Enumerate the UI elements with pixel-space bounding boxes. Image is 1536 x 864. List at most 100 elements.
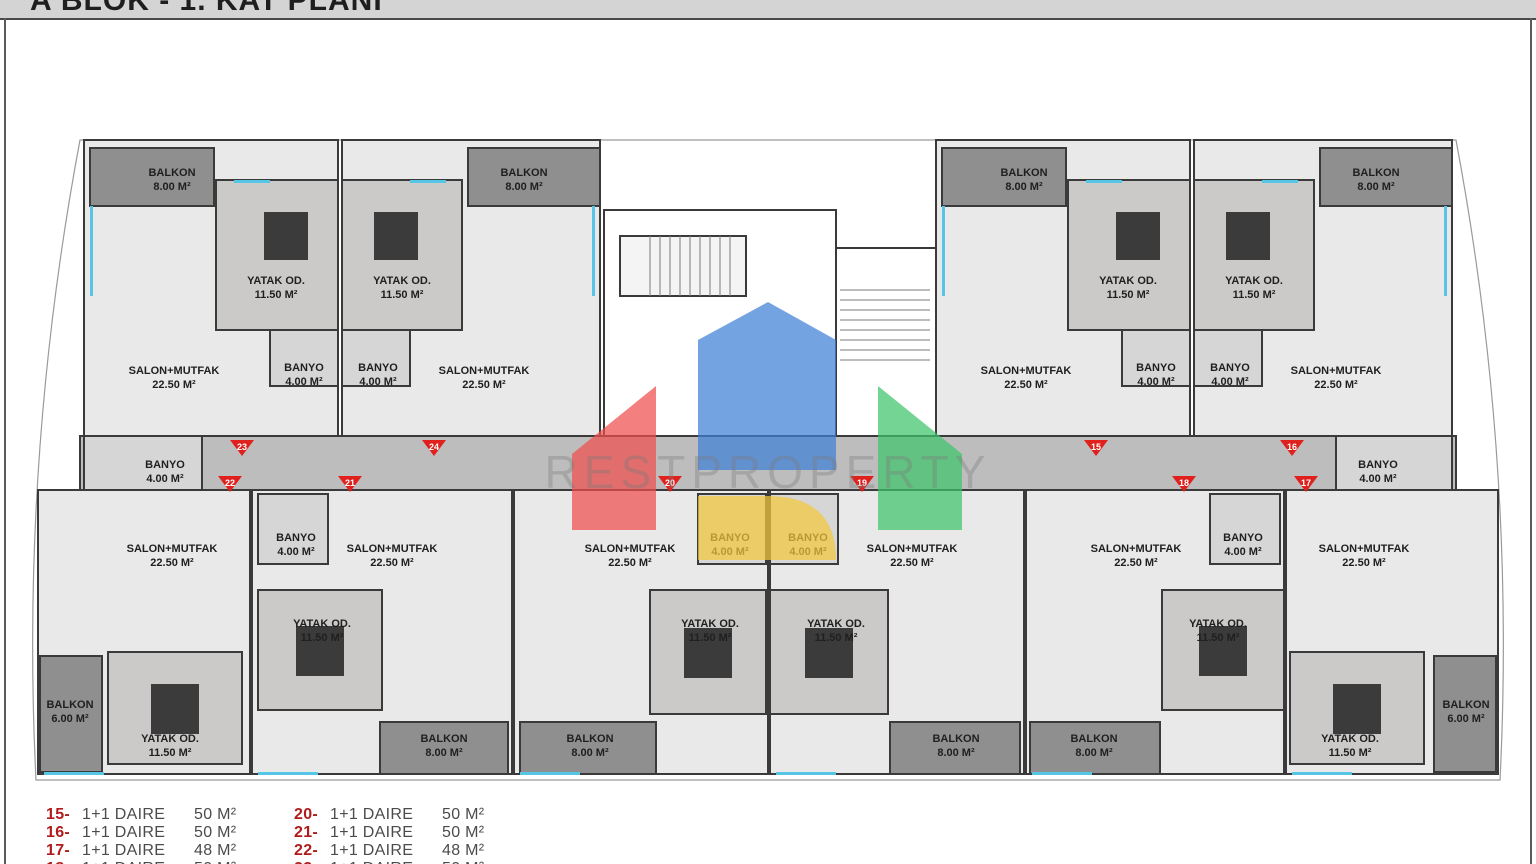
legend-unit-area: 50 M² xyxy=(194,824,237,841)
yatak-label-name: YATAK OD. xyxy=(247,275,305,287)
balkon-label-area: 8.00 M² xyxy=(153,181,191,193)
bathroom xyxy=(341,329,411,387)
legend-unit-type: 1+1 DAIRE xyxy=(330,806,414,823)
banyo-label-area: 4.00 M² xyxy=(1359,473,1397,485)
balcony xyxy=(1319,147,1453,207)
banyo-label-area: 4.00 M² xyxy=(1211,376,1249,388)
window xyxy=(1032,772,1092,775)
salon-label-area: 22.50 M² xyxy=(150,557,194,569)
bathroom xyxy=(1121,329,1191,387)
legend-unit-type: 1+1 DAIRE xyxy=(82,860,165,864)
legend-unit-area: 50 M² xyxy=(442,824,485,841)
yatak-label-name: YATAK OD. xyxy=(141,733,199,745)
yatak-label-name: YATAK OD. xyxy=(373,275,431,287)
yatak-label-name: YATAK OD. xyxy=(1225,275,1283,287)
balkon-label-area: 8.00 M² xyxy=(425,747,463,759)
yatak-label-name: YATAK OD. xyxy=(1321,733,1379,745)
door-marker xyxy=(422,440,446,456)
bathroom xyxy=(269,329,339,387)
banyo-label-name: BANYO xyxy=(145,459,185,471)
legend-unit-type: 1+1 DAIRE xyxy=(330,824,414,841)
bed xyxy=(296,626,344,676)
salon-label-name: SALON+MUTFAK xyxy=(439,365,530,377)
bed xyxy=(1116,212,1160,260)
window xyxy=(776,772,836,775)
bed xyxy=(1333,684,1381,734)
legend-unit-area: 50 M² xyxy=(442,860,484,864)
yatak-label-name: YATAK OD. xyxy=(807,618,865,630)
watermark-logo-yellow xyxy=(698,496,836,560)
yatak-label-area: 11.50 M² xyxy=(1197,632,1240,644)
legend-unit-number: 21- xyxy=(294,824,319,841)
banyo-label-name: BANYO xyxy=(284,362,324,374)
window xyxy=(942,206,945,296)
banyo-label-name: BANYO xyxy=(1210,362,1250,374)
bed xyxy=(684,628,732,678)
legend-row: 21- 1+1 DAIRE 50 M² xyxy=(294,824,534,842)
watermark-text: RESTPROPERTY xyxy=(545,446,992,498)
bed xyxy=(1226,212,1270,260)
legend-unit-number: 17- xyxy=(46,842,71,859)
yatak-label-name: YATAK OD. xyxy=(681,618,739,630)
yatak-label-name: YATAK OD. xyxy=(1099,275,1157,287)
balkon-label-name: BALKON xyxy=(1070,733,1117,745)
door-marker-number: 21 xyxy=(345,478,355,488)
banyo-label-area: 4.00 M² xyxy=(285,376,323,388)
balcony xyxy=(89,147,215,207)
banyo-label-name: BANYO xyxy=(1223,532,1263,544)
window xyxy=(592,206,595,296)
banyo-label-area: 4.00 M² xyxy=(277,546,315,558)
banyo-label-area: 4.00 M² xyxy=(146,473,184,485)
staircase xyxy=(619,235,747,297)
yatak-label-area: 11.50 M² xyxy=(381,289,424,301)
balkon-label-area: 6.00 M² xyxy=(51,713,89,725)
salon-label-name: SALON+MUTFAK xyxy=(1291,365,1382,377)
banyo-label-name: BANYO xyxy=(358,362,398,374)
balkon-label-name: BALKON xyxy=(420,733,467,745)
balkon-label-area: 8.00 M² xyxy=(1075,747,1113,759)
yatak-label-area: 11.50 M² xyxy=(1107,289,1150,301)
door-marker-number: 23 xyxy=(237,442,247,452)
frame-border-right xyxy=(1530,18,1532,864)
page-title: A BLOK - 1. KAT PLANI xyxy=(30,0,383,17)
window xyxy=(1262,180,1298,183)
balkon-label-area: 8.00 M² xyxy=(571,747,609,759)
legend-unit-area: 50 M² xyxy=(194,860,236,864)
door-marker xyxy=(1084,440,1108,456)
door-marker-number: 17 xyxy=(1301,478,1311,488)
title-bar: A BLOK - 1. KAT PLANI xyxy=(0,0,1536,20)
door-marker-number: 20 xyxy=(665,478,675,488)
legend-unit-number: 22- xyxy=(294,842,319,859)
salon-label-name: SALON+MUTFAK xyxy=(127,543,218,555)
salon-label-area: 22.50 M² xyxy=(152,379,196,391)
balcony xyxy=(941,147,1067,207)
window xyxy=(90,206,93,296)
balkon-label-name: BALKON xyxy=(1352,167,1399,179)
bed xyxy=(1199,626,1247,676)
salon-label-area: 22.50 M² xyxy=(370,557,414,569)
balkon-label-area: 6.00 M² xyxy=(1447,713,1485,725)
door-marker xyxy=(1172,476,1196,492)
balkon-label-area: 8.00 M² xyxy=(1005,181,1043,193)
balcony xyxy=(889,721,1021,775)
door-marker xyxy=(230,440,254,456)
bedroom xyxy=(107,651,243,765)
window xyxy=(1086,180,1122,183)
salon-label-area: 22.50 M² xyxy=(1114,557,1158,569)
yatak-label-area: 11.50 M² xyxy=(301,632,344,644)
bathroom xyxy=(83,435,203,491)
watermark-logo-green xyxy=(878,386,962,530)
door-marker xyxy=(850,476,874,492)
legend-unit-type: 1+1 DAIRE xyxy=(330,842,414,859)
legend-unit-area: 48 M² xyxy=(194,842,237,859)
legend-unit-number: 15- xyxy=(46,806,71,823)
balkon-label-name: BALKON xyxy=(566,733,613,745)
legend-unit-area: 48 M² xyxy=(442,842,485,859)
